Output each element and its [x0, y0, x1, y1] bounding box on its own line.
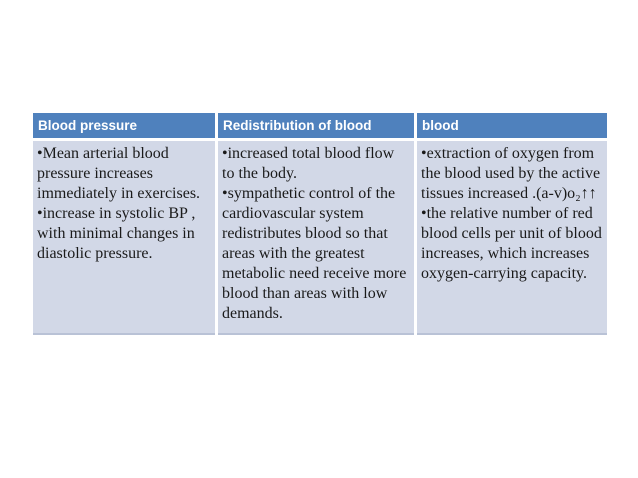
bullet-item: •increased total blood flow to the body.: [222, 145, 395, 182]
column-header-redistribution-of-blood: Redistribution of blood: [218, 113, 414, 138]
cell-redistribution-of-blood: •increased total blood flow to the body.…: [218, 141, 414, 335]
bullet-item: •increase in systolic BP , with minimal …: [37, 205, 196, 262]
cell-blood-pressure: •Mean arterial blood pressure increases …: [33, 141, 215, 335]
comparison-table: Blood pressure Redistribution of blood b…: [33, 113, 607, 335]
bullet-item: •Mean arterial blood pressure increases …: [37, 145, 201, 202]
bullet-item: •sympathetic control of the cardiovascul…: [222, 185, 407, 322]
cell-blood: •extraction of oxygen from the blood use…: [417, 141, 607, 335]
bullet-item: •the relative number of red blood cells …: [421, 205, 602, 282]
bullet-item: •extraction of oxygen from the blood use…: [421, 145, 601, 202]
column-header-blood: blood: [417, 113, 607, 138]
column-header-blood-pressure: Blood pressure: [33, 113, 215, 138]
